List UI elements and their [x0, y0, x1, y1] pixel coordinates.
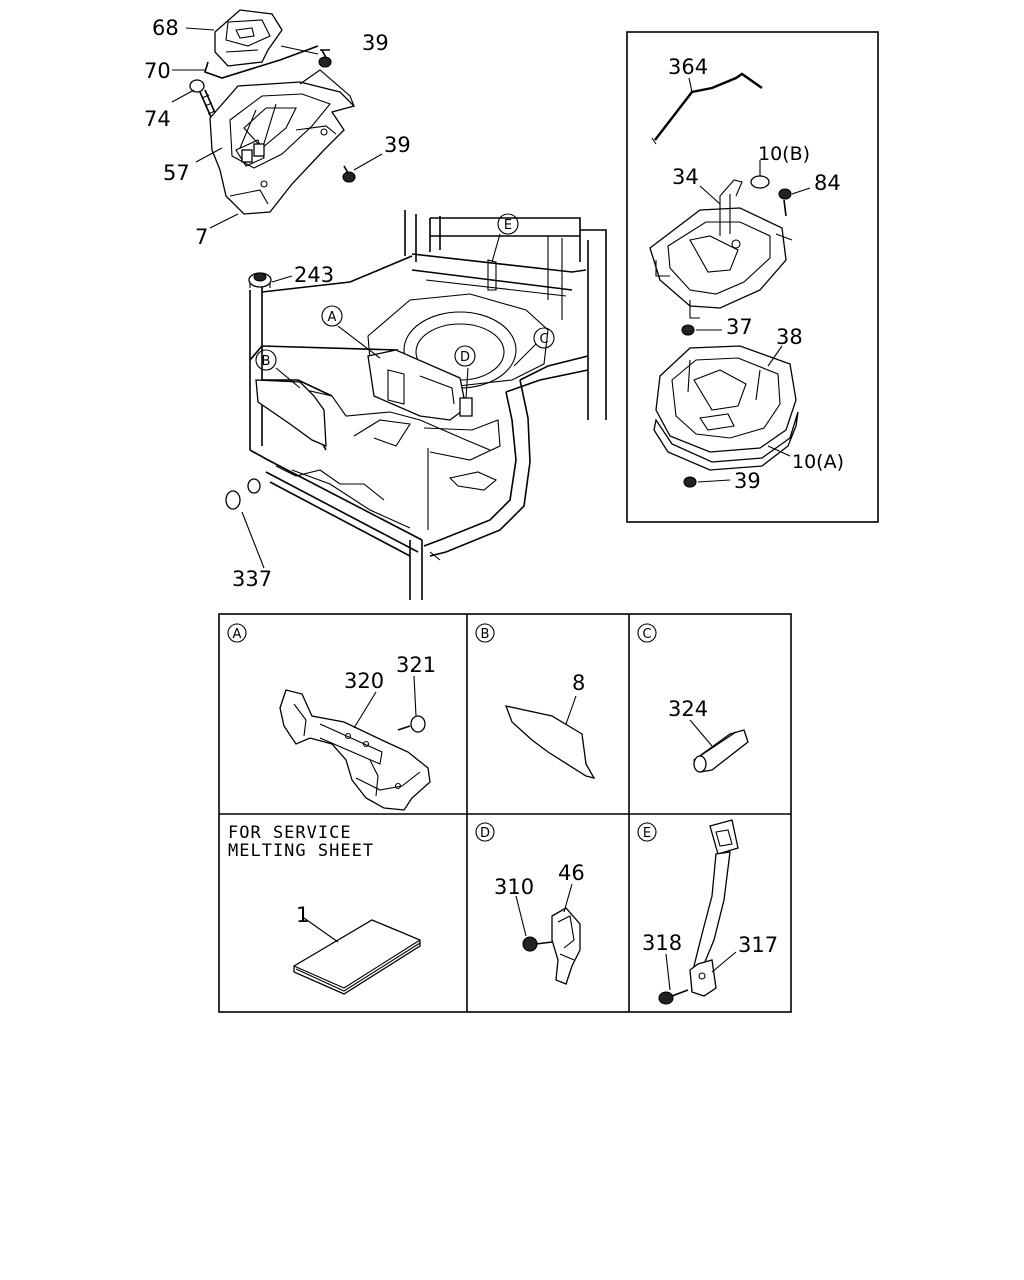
label-34: 34	[672, 165, 699, 189]
detail-cell-b: B 8	[475, 623, 596, 780]
label-337: 337	[232, 567, 272, 591]
label-310: 310	[494, 875, 534, 899]
label-74: 74	[144, 107, 171, 131]
part-70-rod	[204, 45, 319, 79]
part-10b-cap	[750, 175, 770, 189]
leader-lines-main	[171, 27, 537, 569]
part-8-melting-sheet	[504, 705, 596, 780]
label-46: 46	[558, 861, 585, 885]
detail-a-marker: A	[227, 623, 247, 643]
part-46-bracket	[551, 907, 581, 985]
part-68-cover	[214, 9, 283, 67]
label-10a: 10(A)	[792, 451, 844, 473]
label-320: 320	[344, 669, 384, 693]
detail-grid: A 320 321	[218, 613, 792, 1013]
label-38: 38	[776, 325, 803, 349]
part-310-bolt	[522, 936, 553, 952]
detail-c-marker: C	[637, 623, 657, 643]
part-39-clip-lower	[342, 165, 356, 183]
service-title-line1: FOR SERVICE	[228, 823, 352, 843]
part-39-clip-inset	[683, 476, 697, 488]
label-68: 68	[152, 16, 179, 40]
svg-text:A: A	[233, 627, 242, 642]
svg-text:C: C	[539, 332, 548, 347]
vehicle-floor-structure	[247, 210, 607, 600]
part-34-upper-tray	[649, 179, 793, 319]
svg-text:E: E	[643, 826, 651, 841]
part-1-melting-sheet	[293, 919, 421, 995]
label-84: 84	[814, 171, 841, 195]
label-10b: 10(B)	[758, 143, 810, 165]
service-title-line2: MELTING SHEET	[228, 841, 374, 861]
part-364-rod	[654, 72, 763, 141]
part-318-screw	[658, 989, 689, 1005]
callout-a: A	[321, 305, 343, 327]
svg-text:B: B	[262, 354, 271, 369]
detail-b-marker: B	[475, 623, 495, 643]
detail-cell-a: A 320 321	[227, 623, 436, 811]
part-321-screw	[397, 715, 426, 733]
part-317-tie-down	[689, 819, 739, 997]
part-243-grommet	[248, 272, 272, 288]
part-337-plug	[225, 490, 241, 510]
part-324-clip	[693, 729, 749, 773]
part-84-screw	[778, 188, 792, 217]
detail-d-marker: D	[475, 822, 495, 842]
callout-d: D	[454, 345, 476, 367]
detail-cell-service: FOR SERVICE MELTING SHEET 1	[228, 823, 421, 995]
part-57-bracket-assembly	[209, 69, 356, 215]
detail-cell-d: D 310 46	[475, 822, 585, 985]
detail-cell-c: C 324	[637, 623, 749, 773]
label-39-upper: 39	[362, 31, 389, 55]
svg-text:E: E	[504, 218, 512, 233]
part-39-clip-upper	[318, 49, 332, 68]
callout-b: B	[255, 349, 277, 371]
label-364: 364	[668, 55, 708, 79]
label-1: 1	[296, 903, 309, 927]
label-317: 317	[738, 933, 778, 957]
part-37-clip	[681, 324, 695, 336]
inset-panel: 364 10(B) 34 84 37 38 10(A) 39	[626, 31, 879, 523]
svg-text:D: D	[460, 350, 470, 365]
label-7: 7	[195, 225, 208, 249]
label-57: 57	[163, 161, 190, 185]
part-74-bolt	[189, 79, 220, 125]
main-exploded-view: A B C D E 68 39 70 74 57 39 7 243 337	[144, 9, 607, 600]
svg-text:A: A	[328, 310, 337, 325]
svg-text:C: C	[642, 627, 651, 642]
label-70: 70	[144, 59, 171, 83]
label-318: 318	[642, 931, 682, 955]
part-10a-lower-tray	[653, 345, 799, 471]
label-8: 8	[572, 671, 585, 695]
label-37: 37	[726, 315, 753, 339]
callout-c: C	[533, 327, 555, 349]
callout-e: E	[497, 213, 519, 235]
label-324: 324	[668, 697, 708, 721]
svg-text:D: D	[480, 826, 490, 841]
svg-text:B: B	[481, 627, 490, 642]
label-39-lower: 39	[384, 133, 411, 157]
detail-cell-e: E 318 317	[637, 819, 778, 1005]
label-243: 243	[294, 263, 334, 287]
label-321: 321	[396, 653, 436, 677]
label-39-inset: 39	[734, 469, 761, 493]
part-320-bracket	[279, 689, 431, 811]
detail-e-marker: E	[637, 822, 657, 842]
